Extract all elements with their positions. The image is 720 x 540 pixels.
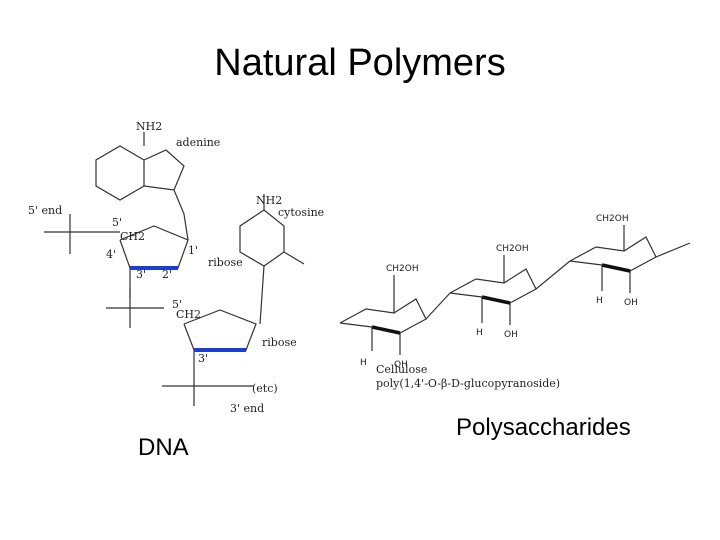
dna-etc-label: (etc) xyxy=(252,382,278,395)
cellulose-name-label: Cellulose xyxy=(376,363,427,376)
dna-ch2-a: CH2 xyxy=(120,230,145,243)
svg-text:CH2OH: CH2OH xyxy=(596,214,629,224)
slide-title: Natural Polymers xyxy=(214,42,506,84)
cellulose-formula-label: poly(1,4'-O-β-D-glucopyranoside) xyxy=(376,377,560,390)
dna-5prime-label: 5' xyxy=(112,216,122,229)
dna-3end-label: 3' end xyxy=(230,402,264,415)
dna-ribose-label-1: ribose xyxy=(208,256,243,269)
dna-nh2-cytosine: NH2 xyxy=(256,194,282,207)
dna-1prime-label: 1' xyxy=(188,244,198,257)
dna-caption: DNA xyxy=(138,434,189,461)
svg-text:H: H xyxy=(476,328,483,338)
dna-nh2-adenine: NH2 xyxy=(136,120,162,133)
dna-5prime-b-label: 5' xyxy=(172,298,182,311)
svg-text:H: H xyxy=(596,296,603,306)
svg-text:OH: OH xyxy=(394,360,408,370)
dna-cytosine-label: cytosine xyxy=(278,206,324,219)
svg-text:OH: OH xyxy=(504,330,518,340)
dna-ch2-b: CH2 xyxy=(176,308,201,321)
dna-2prime-label: 2' xyxy=(162,268,172,281)
polysaccharides-caption: Polysaccharides xyxy=(456,414,631,441)
dna-3prime-label: 3' xyxy=(136,268,146,281)
dna-adenine-label: adenine xyxy=(176,136,220,149)
dna-structure-diagram: NH2 adenine 5' end 5' CH2 4' 3' 2' 1' ri… xyxy=(24,118,324,428)
svg-text:H: H xyxy=(360,358,367,368)
dna-4prime-label: 4' xyxy=(106,248,116,261)
cellulose-structure-diagram: CH2OH CH2OH CH2OH H OH H OH H OH Cellulo… xyxy=(339,214,691,390)
dna-ribose-label-2: ribose xyxy=(262,336,297,349)
svg-text:OH: OH xyxy=(624,298,638,308)
svg-text:CH2OH: CH2OH xyxy=(496,244,529,254)
dna-5end-label: 5' end xyxy=(28,204,62,217)
svg-text:CH2OH: CH2OH xyxy=(386,264,419,274)
dna-3prime-b-label: 3' xyxy=(198,352,208,365)
